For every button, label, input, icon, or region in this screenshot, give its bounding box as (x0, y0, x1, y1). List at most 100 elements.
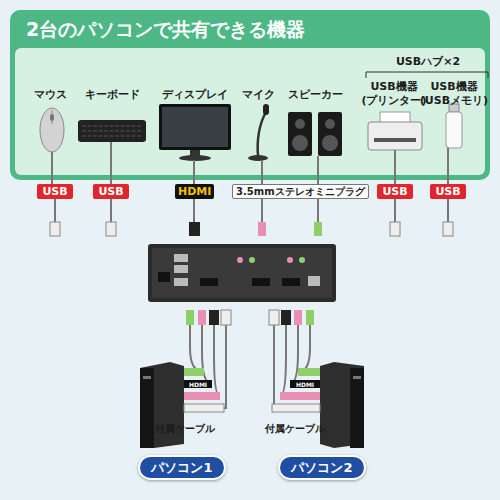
kvm-switch-part (252, 278, 270, 286)
usb-tag: USB (377, 184, 413, 199)
pc-connectors-part (184, 392, 220, 400)
pc-connectors-part (184, 404, 224, 412)
speaker-illustration (288, 112, 342, 156)
device-name: マウス (20, 88, 80, 102)
green-panel-part (10, 10, 490, 180)
pc-connectors-part (272, 404, 320, 412)
node-text: USB (382, 186, 407, 197)
speaker-illustration-part (288, 112, 312, 156)
node-text: USB (435, 186, 460, 197)
usb-memory-illustration-part (446, 112, 462, 148)
printer-illustration-part (368, 122, 422, 150)
pc-tower (140, 362, 364, 448)
kvm-switch-part (282, 278, 300, 286)
usb-tag: USB (37, 184, 73, 199)
kvm-switch-part (287, 257, 293, 263)
kvm-switch (148, 244, 336, 302)
kvm-switch-part (148, 244, 336, 302)
device-cables-part (394, 150, 396, 184)
plug-tag: 3.5mmステレオミニプラグ (232, 184, 369, 199)
cable-plugs-part (390, 222, 400, 236)
printer-illustration (368, 112, 422, 150)
cable-plugs-part (314, 222, 322, 236)
kvm-switch-part (174, 278, 188, 286)
usb-tag: USB (93, 184, 129, 199)
node-text: HDMI (178, 186, 211, 197)
device-cables-part (110, 142, 112, 184)
pc-plugs-part (221, 310, 231, 325)
pc-connectors-part (298, 368, 320, 376)
speaker-illustration-part (325, 119, 335, 129)
mouse-illustration (40, 108, 64, 152)
pc-cables-part (280, 325, 286, 396)
pc-cables-part (290, 325, 298, 384)
usb-memory-illustration (446, 104, 462, 148)
device-cables-part (51, 152, 53, 184)
device-cables-part (55, 199, 448, 222)
pc-plugs-part (198, 310, 206, 325)
display-illustration (159, 104, 231, 161)
connector-label: HDMI (186, 381, 210, 389)
kvm-switch-part (249, 257, 255, 263)
node-text: USB (98, 186, 123, 197)
mic-illustration-part (248, 155, 268, 161)
pc-connectors-part (290, 380, 320, 388)
pc-plugs (186, 310, 314, 325)
device-name: USB機器 (USBメモリ) (418, 80, 490, 108)
printer-illustration-part (374, 138, 416, 142)
pc-cables-part (298, 325, 310, 372)
speaker-illustration-part (295, 119, 305, 129)
keyboard-illustration (78, 120, 146, 142)
mic-illustration-part (258, 112, 266, 156)
usb-tag: USB (430, 184, 466, 199)
device-name: マイク (236, 88, 280, 102)
connector-label: HDMI (293, 381, 317, 389)
keyboard-illustration-part (82, 126, 142, 136)
mic-illustration-part (263, 104, 269, 115)
node-text: パソコン2 (291, 461, 352, 474)
pc-connectors-part (280, 392, 320, 400)
pc-plugs-part (294, 310, 302, 325)
title: 2台のパソコンで共有できる機器 (26, 17, 305, 43)
pc-tower-part (350, 368, 364, 448)
hdmi-tag: HDMI (175, 184, 214, 199)
device-name: キーボード (77, 88, 147, 102)
kvm-switch-part (200, 278, 218, 286)
device-name: ディスプレイ (157, 88, 233, 102)
cable-note: 付属ケーブル (155, 423, 235, 436)
device-name: スピーカー (280, 88, 350, 102)
pc-connectors-part (184, 380, 212, 388)
node-text: 3.5mmステレオミニプラグ (236, 187, 365, 197)
green-panel (10, 10, 490, 180)
pc-plugs-part (281, 310, 291, 325)
pc-label: パソコン1 (138, 455, 226, 480)
pc-connectors (184, 368, 320, 412)
kvm-switch-part (237, 257, 243, 263)
pc-plugs-part (209, 310, 219, 325)
hub-note: USBハブ×2 (373, 55, 483, 69)
speaker-illustration-part (318, 112, 342, 156)
device-cables-part (261, 160, 263, 184)
node-text: USB (42, 186, 67, 197)
speaker-illustration-part (292, 135, 308, 151)
cable-plugs-part (106, 222, 116, 236)
device-cables-part (447, 148, 449, 184)
keyboard-illustration-part (78, 120, 146, 142)
cable-plugs-part (50, 222, 60, 236)
pc-tower-part (143, 376, 151, 379)
kvm-switch-part (152, 248, 332, 298)
kvm-switch-part (299, 257, 305, 263)
node-text: パソコン1 (151, 461, 212, 474)
cable-plugs-part (443, 222, 453, 236)
cable-plugs-part (189, 222, 200, 236)
mic-illustration (248, 104, 269, 161)
device-cables (52, 142, 448, 222)
device-cables-part (193, 160, 195, 184)
mouse-illustration-part (50, 114, 54, 121)
pc-tower-part (140, 368, 154, 448)
kvm-switch-part (158, 272, 170, 282)
display-illustration-part (162, 107, 228, 147)
cable-plugs (50, 222, 453, 236)
pc-cables-part (273, 325, 275, 408)
